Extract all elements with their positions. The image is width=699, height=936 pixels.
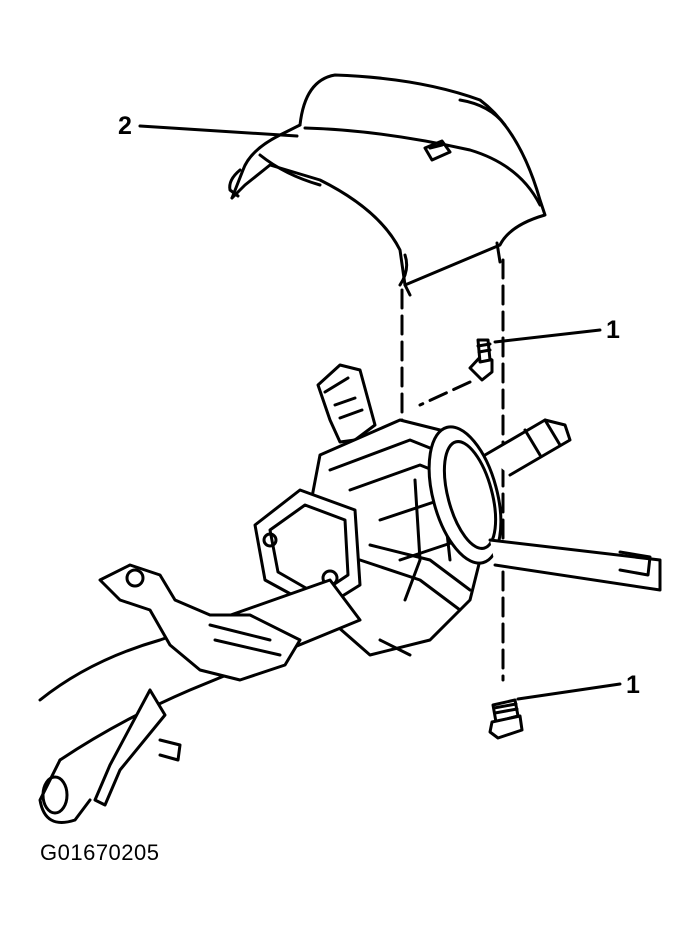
callout-label-lower-screw: 1 — [626, 671, 640, 699]
cover-leader-line — [138, 124, 299, 138]
upper-screw-drawing — [468, 338, 494, 382]
callout-label-cover: 2 — [118, 112, 132, 140]
figure-code: G01670205 — [40, 840, 160, 865]
steering-column-drawing — [38, 363, 662, 824]
upper-shroud-drawing — [228, 73, 547, 297]
alignment-lines — [400, 258, 505, 682]
callout-label-upper-screw: 1 — [606, 316, 620, 344]
upper-screw-leader-line — [493, 328, 602, 344]
lower-screw-drawing — [488, 698, 524, 740]
lower-screw-leader-line — [516, 682, 622, 701]
